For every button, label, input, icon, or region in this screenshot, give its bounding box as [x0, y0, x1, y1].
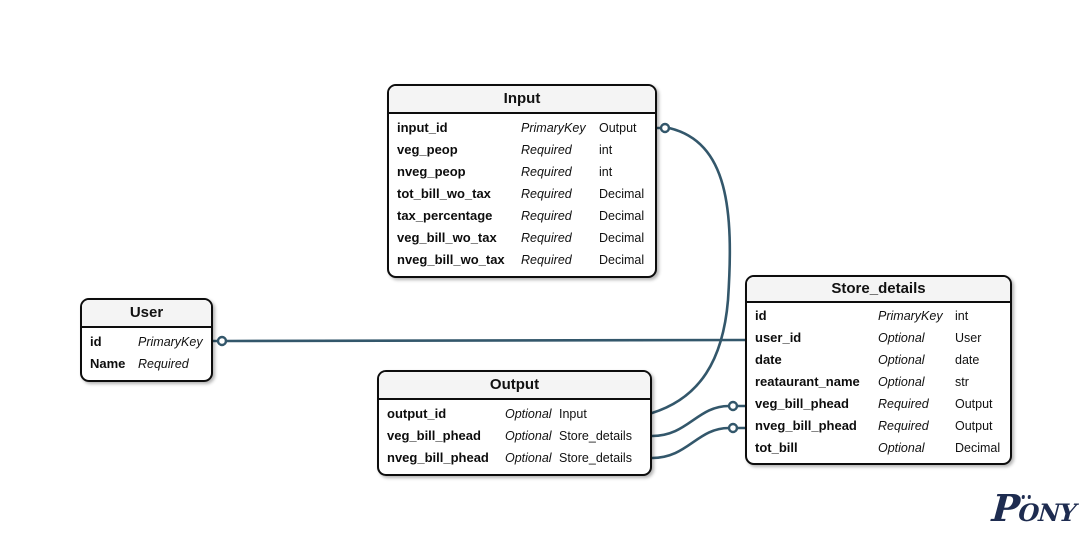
field-type: Decimal [599, 209, 645, 223]
field-type: str [955, 375, 969, 389]
field-type: int [599, 165, 613, 179]
field-row-veg_peop[interactable]: veg_peop Required int [389, 139, 655, 161]
field-type: Output [599, 121, 637, 135]
field-kind: Optional [505, 407, 552, 421]
field-name: Name [90, 356, 126, 371]
field-name: veg_bill_phead [755, 396, 849, 411]
field-kind: Required [878, 397, 929, 411]
field-name: tot_bill_wo_tax [397, 186, 491, 201]
pony-logo-letter: O [1017, 495, 1039, 527]
field-row-nveg_bill_wo_tax[interactable]: nveg_bill_wo_tax Required Decimal [389, 249, 655, 271]
entity-title[interactable]: Input [389, 86, 655, 114]
field-row-Name[interactable]: Name Required [82, 353, 211, 375]
field-type: date [955, 353, 980, 367]
field-row-tot_bill_wo_tax[interactable]: tot_bill_wo_tax Required Decimal [389, 183, 655, 205]
entity-title[interactable]: User [82, 300, 211, 328]
field-name: reataurant_name [755, 374, 860, 389]
field-type: Output [955, 397, 993, 411]
entity-title[interactable]: Output [379, 372, 650, 400]
entity-title[interactable]: Store_details [747, 277, 1010, 303]
field-row-date[interactable]: date Optional date [747, 349, 1010, 371]
field-type: Decimal [599, 253, 645, 267]
field-name: user_id [755, 330, 802, 345]
pony-logo-letter: N [1037, 498, 1061, 527]
field-row-user_id[interactable]: user_id Optional User [747, 327, 1010, 349]
field-row-reataurant_name[interactable]: reataurant_name Optional str [747, 371, 1010, 393]
field-row-veg_bill_phead[interactable]: veg_bill_phead Required Output [747, 393, 1010, 415]
relation-output-store-veg[interactable] [650, 400, 747, 438]
relation-output-store-nveg[interactable] [650, 422, 747, 460]
field-name: nveg_bill_wo_tax [397, 252, 505, 267]
field-row-tax_percentage[interactable]: tax_percentage Required Decimal [389, 205, 655, 227]
field-kind: Optional [878, 331, 925, 345]
field-kind: PrimaryKey [138, 335, 203, 349]
field-kind: Required [521, 165, 572, 179]
field-kind: Required [521, 143, 572, 157]
field-kind: Optional [505, 451, 552, 465]
field-row-id[interactable]: id PrimaryKey [82, 331, 211, 353]
field-kind: Required [878, 419, 929, 433]
field-row-output_id[interactable]: output_id Optional Input [379, 403, 650, 425]
field-name: tot_bill [755, 440, 798, 455]
field-type [189, 353, 203, 375]
field-name: veg_peop [397, 142, 458, 157]
relation-user-store[interactable] [211, 335, 747, 347]
field-kind: Optional [878, 375, 925, 389]
field-type: int [955, 309, 969, 323]
field-row-veg_bill_wo_tax[interactable]: veg_bill_wo_tax Required Decimal [389, 227, 655, 249]
field-type: Decimal [599, 187, 645, 201]
field-type: Decimal [599, 231, 645, 245]
field-type: Input [559, 407, 587, 421]
field-kind: Required [521, 209, 572, 223]
field-kind: Optional [878, 441, 925, 455]
field-type: Decimal [955, 441, 1001, 455]
field-name: output_id [387, 406, 447, 421]
field-name: nveg_bill_phead [387, 450, 489, 465]
field-row-nveg_bill_phead[interactable]: nveg_bill_phead Required Output [747, 415, 1010, 437]
field-name: date [755, 352, 782, 367]
field-kind: Optional [505, 429, 552, 443]
field-type: Output [955, 419, 993, 433]
field-kind: PrimaryKey [521, 121, 586, 135]
field-name: tax_percentage [397, 208, 493, 223]
field-type: Store_details [559, 429, 632, 443]
field-kind: Required [138, 357, 189, 371]
relation-input-output[interactable] [650, 122, 732, 415]
field-row-nveg_peop[interactable]: nveg_peop Required int [389, 161, 655, 183]
field-name: nveg_peop [397, 164, 466, 179]
field-name: id [90, 334, 102, 349]
pony-logo-letter: P [990, 486, 1021, 530]
field-row-id[interactable]: id PrimaryKey int [747, 305, 1010, 327]
field-type: User [955, 331, 982, 345]
field-name: nveg_bill_phead [755, 418, 857, 433]
field-row-input_id[interactable]: input_id PrimaryKey Output [389, 117, 655, 139]
field-kind: Optional [878, 353, 925, 367]
field-name: input_id [397, 120, 448, 135]
field-type: Store_details [559, 451, 632, 465]
field-type: int [599, 143, 613, 157]
field-row-veg_bill_phead[interactable]: veg_bill_phead Optional Store_details [379, 425, 650, 447]
field-name: veg_bill_phead [387, 428, 481, 443]
field-name: veg_bill_wo_tax [397, 230, 497, 245]
field-kind: Required [521, 253, 572, 267]
field-name: id [755, 308, 767, 323]
field-kind: Required [521, 187, 572, 201]
field-row-tot_bill[interactable]: tot_bill Optional Decimal [747, 437, 1010, 459]
pony-logo-letter: Y [1058, 498, 1077, 527]
field-kind: PrimaryKey [878, 309, 943, 323]
field-kind: Required [521, 231, 572, 245]
field-row-nveg_bill_phead[interactable]: nveg_bill_phead Optional Store_details [379, 447, 650, 469]
